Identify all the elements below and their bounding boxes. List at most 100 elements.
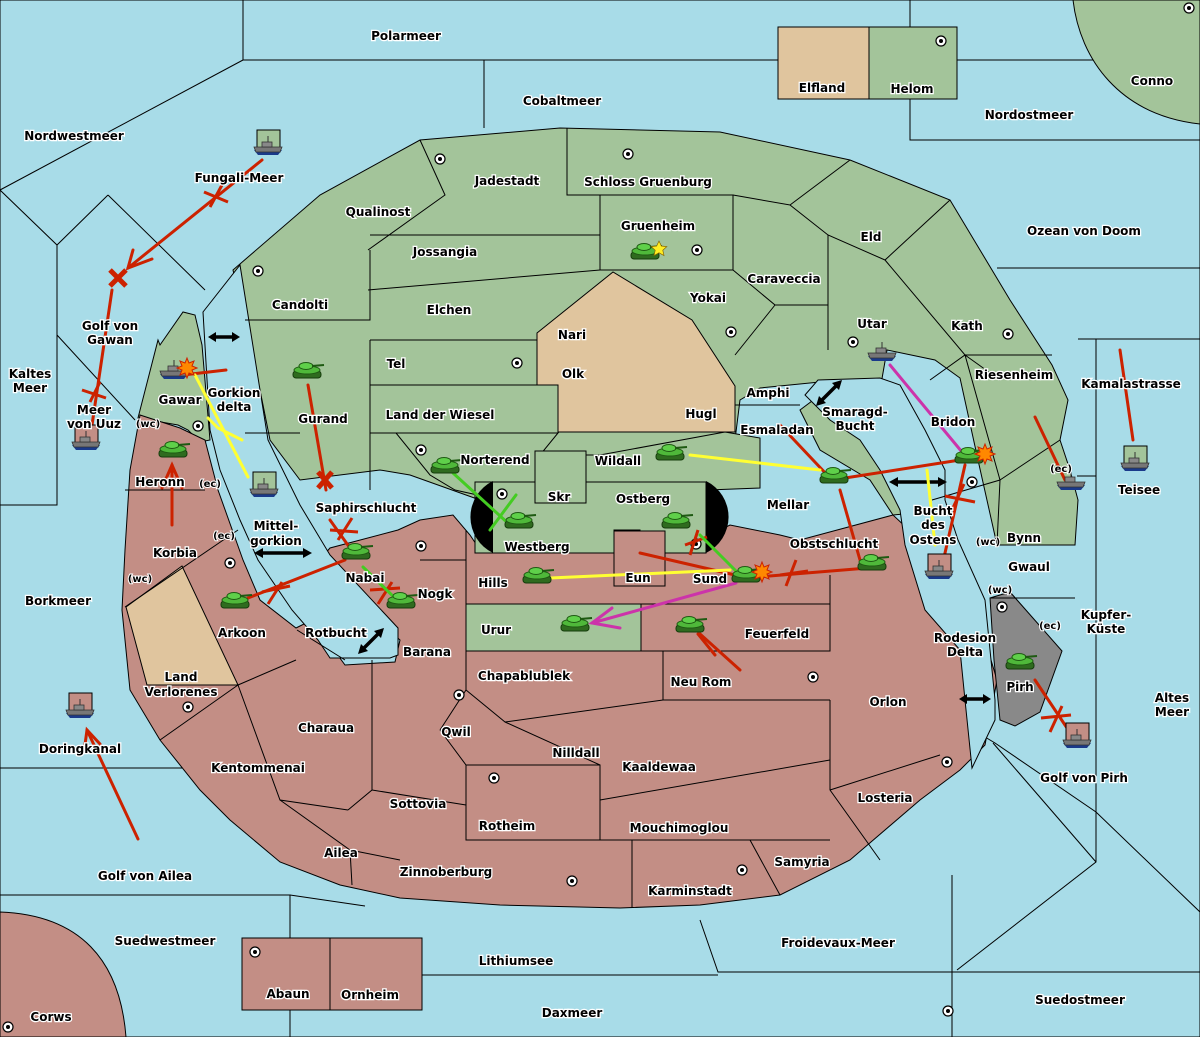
land-label-wildall[interactable]: Wildall — [594, 453, 643, 470]
army-unit-mellar[interactable] — [819, 467, 852, 484]
land-label-westberg[interactable]: Westberg — [503, 539, 571, 556]
army-unit-norterend[interactable] — [430, 457, 463, 474]
army-unit-hills[interactable] — [522, 567, 555, 584]
coast-label-ec[interactable]: (ec) — [212, 530, 236, 543]
land-label-abaun[interactable]: Abaun — [265, 986, 311, 1003]
sea-label-cobaltmeer[interactable]: Cobaltmeer — [522, 93, 603, 110]
fleet-unit-fungali-meer[interactable] — [253, 129, 283, 155]
fleet-unit-bynn[interactable] — [1056, 471, 1086, 490]
sea-label-froidevaux-meer[interactable]: Froidevaux-Meer — [780, 935, 896, 952]
sea-label-ostens[interactable]: Ostens — [908, 532, 957, 549]
army-unit-wildall[interactable] — [655, 444, 688, 461]
land-label-verlorenes[interactable]: Verlorenes — [143, 684, 218, 701]
land-label-gwaul[interactable]: Gwaul — [1007, 559, 1051, 576]
sea-label-fungali-meer[interactable]: Fungali-Meer — [193, 170, 284, 187]
coast-label-ec[interactable]: (ec) — [1038, 620, 1062, 633]
land-label-hills[interactable]: Hills — [477, 575, 509, 592]
land-label-conno[interactable]: Conno — [1130, 73, 1175, 90]
land-label-jossangia[interactable]: Jossangia — [411, 244, 479, 261]
sea-label-kaltes[interactable]: Kaltes — [7, 366, 52, 383]
sea-label-teisee[interactable]: Teisee — [1117, 482, 1162, 499]
land-label-barana[interactable]: Barana — [402, 644, 452, 661]
land-label-elchen[interactable]: Elchen — [425, 302, 472, 319]
land-label-land[interactable]: Land — [163, 669, 198, 686]
land-label-mouchimoglou[interactable]: Mouchimoglou — [628, 820, 729, 837]
sea-label-golf-von-ailea[interactable]: Golf von Ailea — [97, 868, 194, 885]
land-label-ostberg[interactable]: Ostberg — [615, 491, 672, 508]
fleet-unit-meer-von-uuz[interactable] — [71, 424, 101, 450]
land-label-yokai[interactable]: Yokai — [688, 290, 728, 307]
territory-conno[interactable] — [1072, 0, 1200, 125]
sea-label-kamalastrasse[interactable]: Kamalastrasse — [1080, 376, 1182, 393]
army-unit-heronn[interactable] — [158, 441, 191, 458]
land-label-corws[interactable]: Corws — [29, 1009, 73, 1026]
sea-label-smaragd[interactable]: Smaragd- — [821, 404, 889, 421]
land-label-hugl[interactable]: Hugl — [684, 406, 718, 423]
land-label-nari[interactable]: Nari — [557, 327, 588, 344]
land-label-obstschlucht[interactable]: Obstschlucht — [788, 536, 879, 553]
army-unit-arkoon[interactable] — [220, 592, 253, 609]
sea-label-delta[interactable]: Delta — [946, 644, 985, 661]
fleet-unit-utar[interactable] — [867, 342, 897, 361]
army-unit-bridon[interactable] — [954, 447, 987, 464]
sea-label-meer[interactable]: Meer — [1154, 704, 1191, 721]
land-label-pirh[interactable]: Pirh — [1005, 679, 1035, 696]
sea-label-delta[interactable]: delta — [215, 399, 252, 416]
land-label-eun[interactable]: Eun — [624, 570, 652, 587]
land-label-olk[interactable]: Olk — [561, 366, 587, 383]
land-label-esmaladan[interactable]: Esmaladan — [739, 422, 815, 439]
territory-ornheim[interactable] — [329, 937, 423, 1011]
land-label-riesenheim[interactable]: Riesenheim — [973, 367, 1054, 384]
land-label-charaua[interactable]: Charaua — [297, 720, 356, 737]
coast-label-wc[interactable]: (wc) — [127, 573, 153, 586]
sea-label-gawan[interactable]: Gawan — [86, 332, 134, 349]
land-label-candolti[interactable]: Candolti — [271, 297, 330, 314]
coast-label-ec[interactable]: (ec) — [1049, 463, 1073, 476]
land-label-tel[interactable]: Tel — [385, 356, 406, 373]
army-unit-gurand[interactable] — [292, 362, 325, 379]
army-unit-pirh[interactable] — [1005, 653, 1038, 670]
territory-skr[interactable] — [534, 450, 587, 504]
land-label-mellar[interactable]: Mellar — [766, 497, 811, 514]
sea-label-gorkion[interactable]: Gorkion — [206, 385, 261, 402]
sea-label-mittel[interactable]: Mittel- — [252, 518, 299, 535]
sea-label-golf-von[interactable]: Golf von — [81, 318, 140, 335]
sea-label-ozean-von-doom[interactable]: Ozean von Doom — [1026, 223, 1142, 240]
coast-label-ec[interactable]: (ec) — [198, 478, 222, 491]
land-label-neu-rom[interactable]: Neu Rom — [669, 674, 732, 691]
army-unit-urur[interactable] — [560, 615, 593, 632]
land-label-amphi[interactable]: Amphi — [745, 385, 791, 402]
land-label-jadestadt[interactable]: Jadestadt — [472, 173, 540, 190]
land-label-eld[interactable]: Eld — [859, 229, 882, 246]
army-unit-feuerfeld[interactable] — [675, 616, 708, 633]
land-label-feuerfeld[interactable]: Feuerfeld — [743, 626, 810, 643]
fleet-unit-golf-von-pirh[interactable] — [1062, 722, 1092, 748]
land-label-qwil[interactable]: Qwil — [440, 724, 472, 741]
army-unit-nabai[interactable] — [341, 543, 374, 560]
land-label-chapablublek[interactable]: Chapablublek — [477, 668, 573, 685]
land-label-heronn[interactable]: Heronn — [134, 474, 186, 491]
land-label-norterend[interactable]: Norterend — [459, 452, 531, 469]
army-unit-gruenheim[interactable] — [630, 240, 668, 260]
sea-label-doringkanal[interactable]: Doringkanal — [38, 741, 123, 758]
sea-label-nordostmeer[interactable]: Nordostmeer — [983, 107, 1074, 124]
sea-label-altes[interactable]: Altes — [1154, 690, 1191, 707]
land-label-orlon[interactable]: Orlon — [868, 694, 908, 711]
fleet-unit-mittelgorkion[interactable] — [249, 471, 279, 497]
land-label-qualinost[interactable]: Qualinost — [344, 204, 411, 221]
sea-label-meer[interactable]: Meer — [12, 380, 49, 397]
land-label-ornheim[interactable]: Ornheim — [340, 987, 400, 1004]
land-label-helom[interactable]: Helom — [889, 81, 935, 98]
land-label-ailea[interactable]: Ailea — [323, 845, 359, 862]
territory-eun[interactable] — [613, 530, 666, 587]
fleet-unit-teisee[interactable] — [1120, 445, 1150, 471]
land-label-urur[interactable]: Urur — [480, 622, 513, 639]
territory-elfland[interactable] — [777, 26, 870, 100]
land-label-korbia[interactable]: Korbia — [152, 545, 199, 562]
sea-label-daxmeer[interactable]: Daxmeer — [541, 1005, 604, 1022]
fleet-unit-bucht-des-ostens[interactable] — [924, 553, 954, 579]
army-unit-nogk[interactable] — [386, 592, 419, 609]
land-label-nabai[interactable]: Nabai — [344, 570, 385, 587]
land-label-utar[interactable]: Utar — [856, 316, 888, 333]
land-label-gruenheim[interactable]: Gruenheim — [620, 218, 697, 235]
